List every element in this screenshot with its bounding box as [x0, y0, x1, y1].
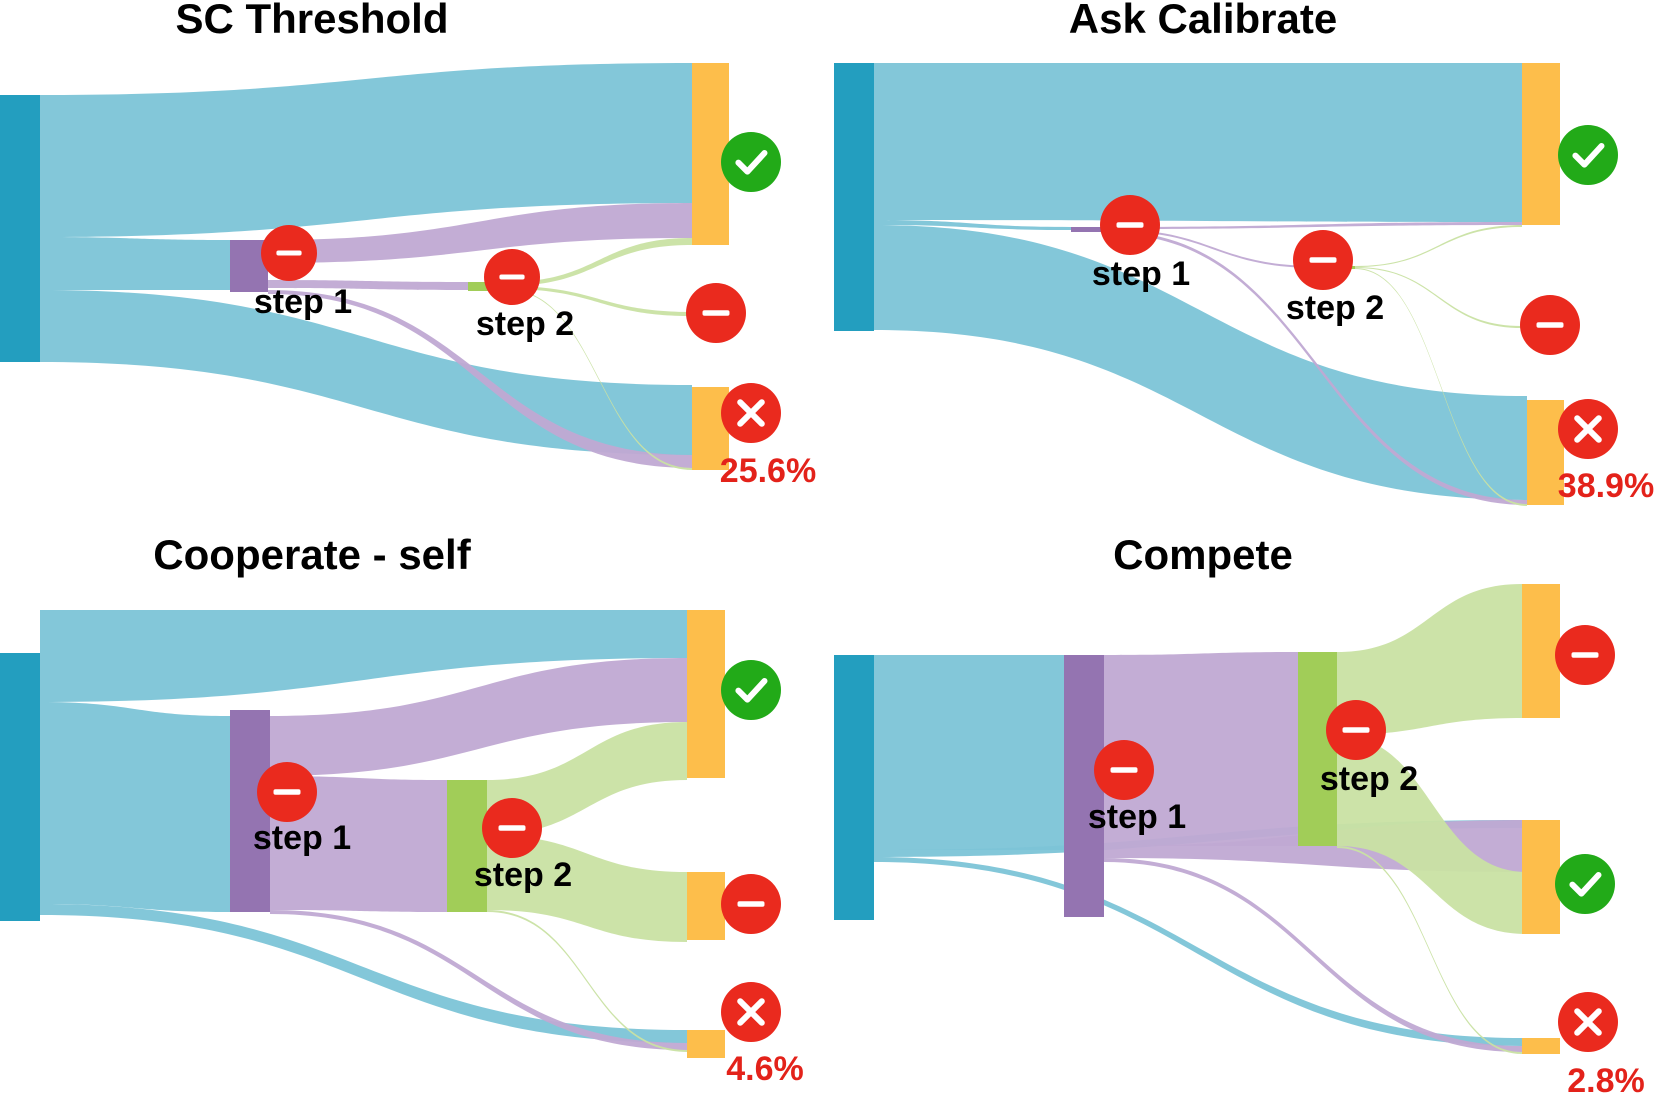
flow-band: [268, 290, 692, 468]
flow-band: [1110, 229, 1318, 268]
flow-band: [1337, 846, 1522, 1054]
flow-band: [874, 220, 1071, 230]
flow-band: [1337, 735, 1527, 934]
step2-label: step 2: [476, 305, 574, 343]
step1-label: step 1: [1092, 255, 1190, 293]
outcome-node: [1522, 820, 1560, 934]
flow-band: [874, 857, 1522, 1046]
outcome-node: [1522, 1038, 1560, 1054]
step2-label: step 2: [1320, 760, 1418, 798]
flow-band: [487, 910, 687, 1052]
x-circle-icon: [1558, 992, 1618, 1052]
panel-title: SC Threshold: [175, 0, 448, 42]
minus-circle-icon: [721, 874, 781, 934]
flow-band: [40, 63, 692, 237]
step2-label: step 2: [474, 856, 572, 894]
wrong-percentage: 25.6%: [720, 452, 816, 490]
panel-title: Ask Calibrate: [1069, 0, 1337, 42]
flow-band: [1355, 268, 1527, 506]
panel-title: Cooperate - self: [153, 531, 471, 578]
flow-band: [1355, 225, 1522, 267]
flow-band: [874, 655, 1064, 850]
flow-band: [1355, 267, 1522, 328]
flow-band: [1110, 222, 1522, 229]
minus-circle-icon: [1293, 230, 1353, 290]
check-circle-icon: [721, 132, 781, 192]
flow-band: [40, 904, 687, 1043]
flow-band: [40, 237, 230, 290]
panel-title: Compete: [1113, 531, 1293, 578]
flow-band: [270, 776, 447, 912]
step1-label: step 1: [1088, 798, 1186, 836]
outcome-node: [1522, 584, 1560, 718]
flow-band: [40, 290, 692, 455]
minus-circle-icon: [686, 283, 746, 343]
source-node: [834, 655, 874, 920]
x-circle-icon: [721, 982, 781, 1042]
flow-band: [506, 289, 692, 470]
flow-band: [268, 203, 692, 263]
sankey-panel-2: Ask Calibrate step 1 step 2 38.9%: [834, 0, 1654, 506]
flow-band: [506, 286, 692, 316]
sankey-panel-4: Compete step 1 step 2 2.8%: [834, 531, 1645, 1093]
step1-node: [230, 710, 270, 912]
flow-band: [506, 238, 692, 286]
wrong-percentage: 4.6%: [726, 1050, 804, 1088]
outcome-node: [687, 610, 725, 778]
step1-node: [1071, 227, 1110, 232]
flow-band: [1110, 231, 1527, 505]
flow-band: [268, 280, 468, 290]
check-circle-icon: [1555, 854, 1615, 914]
minus-circle-icon: [1094, 740, 1154, 800]
wrong-percentage: 2.8%: [1567, 1062, 1645, 1093]
flow-band: [40, 702, 230, 912]
step2-node: [1298, 652, 1337, 846]
step1-label: step 1: [254, 283, 352, 321]
flow-band: [874, 63, 1522, 222]
flow-band: [487, 722, 687, 835]
outcome-node: [1522, 63, 1560, 225]
minus-circle-icon: [1555, 625, 1615, 685]
minus-circle-icon: [1326, 700, 1386, 760]
outcome-node: [692, 387, 729, 470]
flow-band: [270, 910, 687, 1050]
source-node: [834, 63, 874, 331]
flow-band: [874, 225, 1527, 500]
source-node: [0, 95, 40, 362]
x-circle-icon: [721, 383, 781, 443]
minus-circle-icon: [482, 798, 542, 858]
flow-band: [487, 835, 687, 942]
minus-circle-icon: [261, 225, 317, 281]
check-circle-icon: [1558, 125, 1618, 185]
minus-circle-icon: [1520, 295, 1580, 355]
sankey-panel-1: SC Threshold step 1 step 2 25.6%: [0, 0, 816, 490]
source-node: [0, 653, 40, 921]
sankey-panel-3: Cooperate - self step 1 step 2 4.6%: [0, 531, 804, 1088]
outcome-node: [687, 1030, 725, 1058]
wrong-percentage: 38.9%: [1558, 467, 1654, 505]
flow-band: [1104, 652, 1298, 846]
step1-label: step 1: [253, 819, 351, 857]
step1-node: [1064, 655, 1104, 917]
check-circle-icon: [721, 660, 781, 720]
flow-band: [270, 658, 687, 776]
x-circle-icon: [1558, 399, 1618, 459]
flow-band: [40, 610, 687, 702]
step2-node: [447, 780, 487, 912]
flow-band: [1337, 584, 1522, 735]
outcome-node: [1527, 400, 1564, 505]
step2-label: step 2: [1286, 289, 1384, 327]
minus-circle-icon: [257, 762, 317, 822]
minus-circle-icon: [484, 249, 540, 305]
minus-circle-icon: [1100, 195, 1160, 255]
outcome-node: [687, 872, 725, 940]
flow-band: [1104, 858, 1522, 1052]
